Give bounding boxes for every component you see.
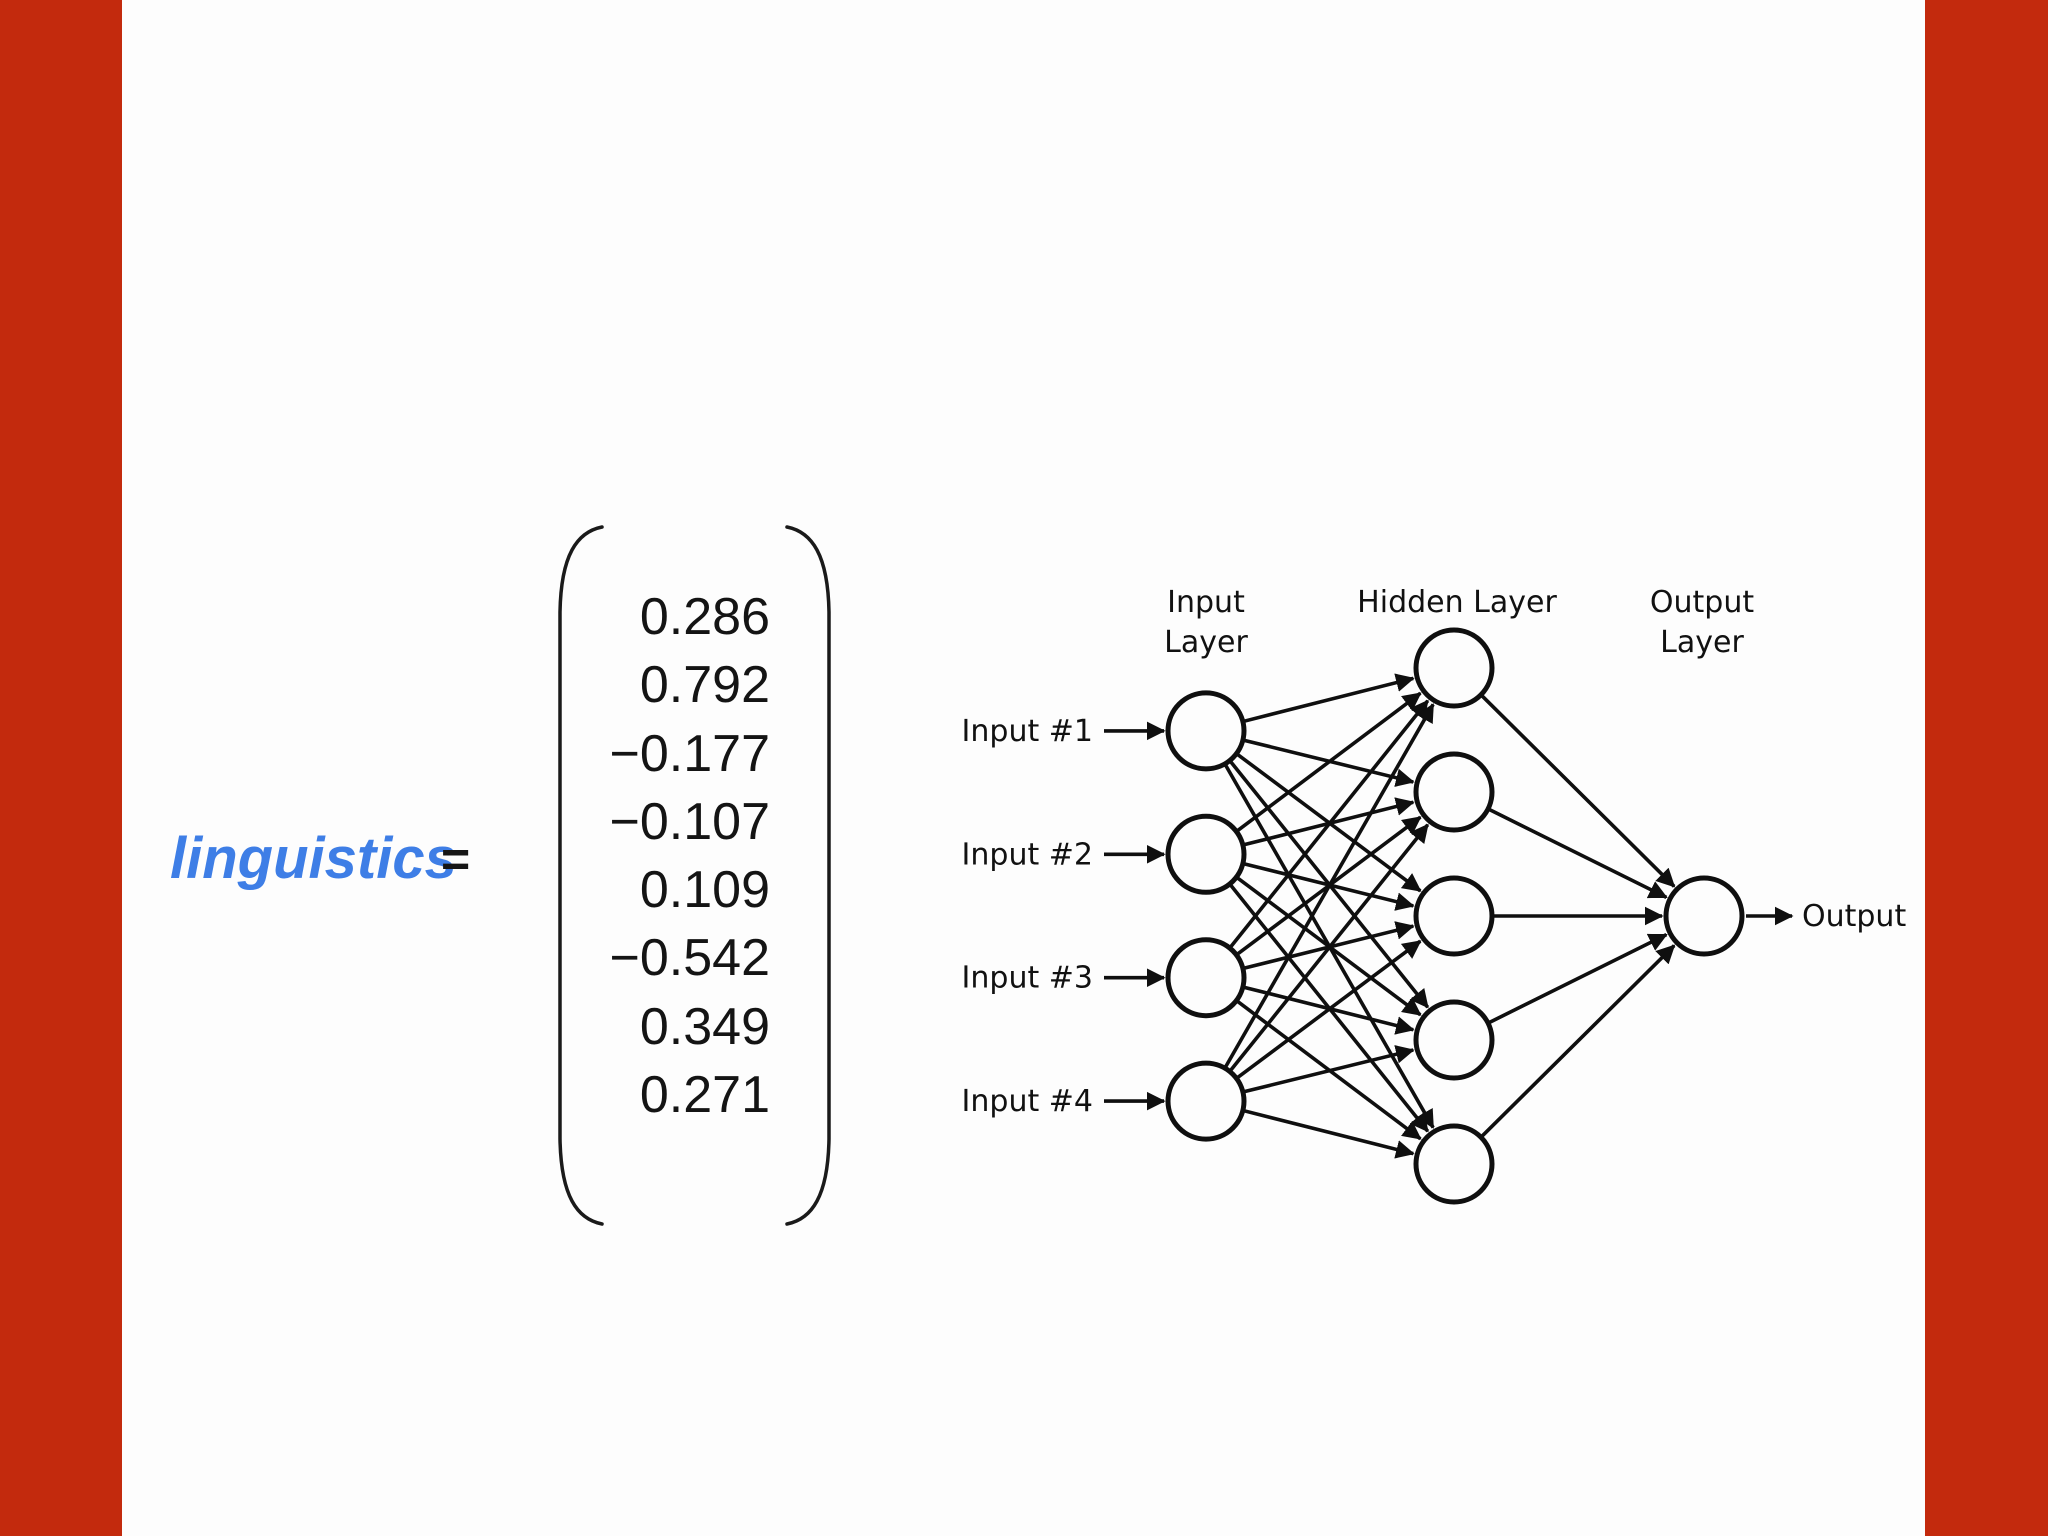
input-node [1165,1060,1247,1142]
equals-sign: = [441,831,471,887]
layer-label: Output [1650,585,1754,620]
hidden-node [1413,751,1495,833]
input-label: Input #4 [962,1084,1093,1119]
vector-value: 0.349 [639,997,770,1056]
edge-input-hidden [1224,703,1435,1068]
edge-input-hidden [1229,823,1430,1072]
right-bracket [785,525,831,1226]
output-label: Output [1802,899,1906,934]
edge-hidden-output [1489,808,1668,899]
hidden-node [1413,875,1495,957]
input-label: Input #2 [962,837,1093,872]
input-node [1165,690,1247,772]
layer-label: Hidden Layer [1357,585,1557,620]
vector-value: 0.271 [639,1066,770,1125]
word-linguistics: linguistics [170,826,457,891]
edge-input-hidden [1229,699,1430,948]
vector-value: 0.792 [639,656,770,715]
left-bracket [558,525,604,1226]
edge-input-hidden [1236,939,1422,1079]
input-label: Input #1 [962,714,1093,749]
input-node [1165,937,1247,1019]
output-node [1663,875,1745,957]
edge-input-hidden [1236,691,1422,832]
vector-value: 0.286 [639,588,770,646]
vector-values: 0.286 0.792 −0.177 −0.107 0.109 −0.542 0.349 0.… [610,583,771,1129]
edge-input-hidden [1244,1109,1415,1159]
right-accent-bar [1925,0,2048,1536]
embedding-vector: 0.286 0.792 −0.177 −0.107 0.109 −0.542 0.349 0.… [556,524,833,1227]
hidden-node [1413,1123,1495,1205]
edge-input-hidden [1244,1045,1415,1094]
edge-hidden-output [1481,694,1676,888]
vector-value: −0.177 [609,724,771,783]
input-node [1165,813,1247,895]
layer-label: Layer [1164,625,1248,660]
input-label: Input #3 [962,961,1093,996]
left-accent-bar [0,0,122,1536]
hidden-node [1413,627,1495,709]
edge-hidden-output [1489,933,1668,1024]
hidden-node [1413,999,1495,1081]
edge-input-hidden [1244,673,1415,723]
vector-value: −0.542 [609,929,771,988]
layer-label: Layer [1660,625,1744,660]
vector-value: 0.109 [639,861,770,920]
edge-hidden-output [1481,944,1676,1138]
vector-value: −0.107 [609,792,771,851]
layer-label: Input [1167,585,1245,620]
vector-brackets [558,525,831,1226]
